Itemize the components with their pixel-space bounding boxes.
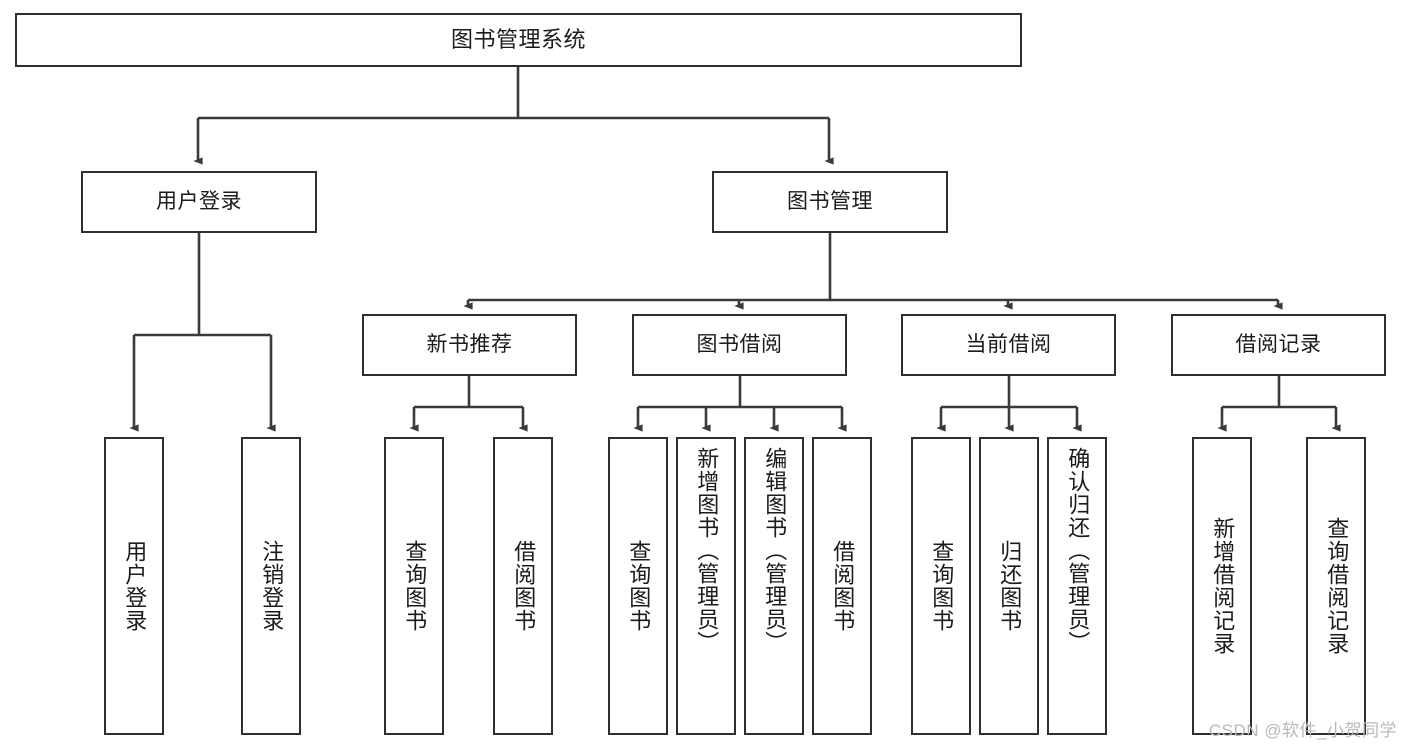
node-label: 新书推荐 bbox=[426, 332, 513, 356]
node-label: 图书管理 bbox=[787, 189, 873, 213]
leaf-user-login-login[interactable]: 用户登录 bbox=[104, 437, 164, 735]
node-label: 查询借阅记录 bbox=[1324, 517, 1350, 655]
node-root-book-management-system[interactable]: 图书管理系统 bbox=[15, 13, 1022, 67]
node-label: 确认归还（管理员） bbox=[1065, 447, 1091, 654]
leaf-book-borrow-edit-book-admin[interactable]: 编辑图书（管理员） bbox=[744, 437, 804, 735]
leaf-current-borrow-return-book[interactable]: 归还图书 bbox=[979, 437, 1039, 735]
leaf-book-borrow-query-book[interactable]: 查询图书 bbox=[608, 437, 668, 735]
node-label: 借阅图书 bbox=[830, 540, 856, 632]
node-label: 图书管理系统 bbox=[450, 27, 586, 53]
node-borrowing-record[interactable]: 借阅记录 bbox=[1171, 314, 1386, 376]
node-label: 用户登录 bbox=[156, 189, 242, 213]
leaf-current-borrow-confirm-return-admin[interactable]: 确认归还（管理员） bbox=[1047, 437, 1107, 735]
node-label: 归还图书 bbox=[997, 540, 1023, 632]
node-label: 新增图书（管理员） bbox=[694, 447, 720, 654]
node-label: 用户登录 bbox=[122, 540, 148, 632]
node-book-management[interactable]: 图书管理 bbox=[712, 171, 948, 233]
node-label: 图书借阅 bbox=[696, 332, 783, 356]
leaf-book-borrow-add-book-admin[interactable]: 新增图书（管理员） bbox=[676, 437, 736, 735]
node-new-book-recommendation[interactable]: 新书推荐 bbox=[362, 314, 577, 376]
node-book-borrowing[interactable]: 图书借阅 bbox=[632, 314, 847, 376]
node-label: 查询图书 bbox=[626, 540, 652, 632]
leaf-book-borrow-borrow-book[interactable]: 借阅图书 bbox=[812, 437, 872, 735]
node-label: 查询图书 bbox=[929, 540, 955, 632]
leaf-new-book-query-book[interactable]: 查询图书 bbox=[384, 437, 444, 735]
leaf-borrow-record-query-record[interactable]: 查询借阅记录 bbox=[1306, 437, 1366, 735]
node-label: 当前借阅 bbox=[965, 332, 1052, 356]
node-label: 注销登录 bbox=[259, 540, 285, 632]
watermark-text: CSDN @软件_小贺同学 bbox=[1208, 721, 1397, 740]
node-user-login[interactable]: 用户登录 bbox=[81, 171, 317, 233]
node-label: 查询图书 bbox=[402, 540, 428, 632]
node-label: 编辑图书（管理员） bbox=[762, 447, 788, 654]
leaf-user-login-logout[interactable]: 注销登录 bbox=[241, 437, 301, 735]
node-label: 新增借阅记录 bbox=[1210, 517, 1236, 655]
node-current-borrowing[interactable]: 当前借阅 bbox=[901, 314, 1116, 376]
leaf-current-borrow-query-book[interactable]: 查询图书 bbox=[911, 437, 971, 735]
node-label: 借阅记录 bbox=[1235, 332, 1322, 356]
node-label: 借阅图书 bbox=[511, 540, 537, 632]
leaf-borrow-record-add-record[interactable]: 新增借阅记录 bbox=[1192, 437, 1252, 735]
leaf-new-book-borrow-book[interactable]: 借阅图书 bbox=[493, 437, 553, 735]
